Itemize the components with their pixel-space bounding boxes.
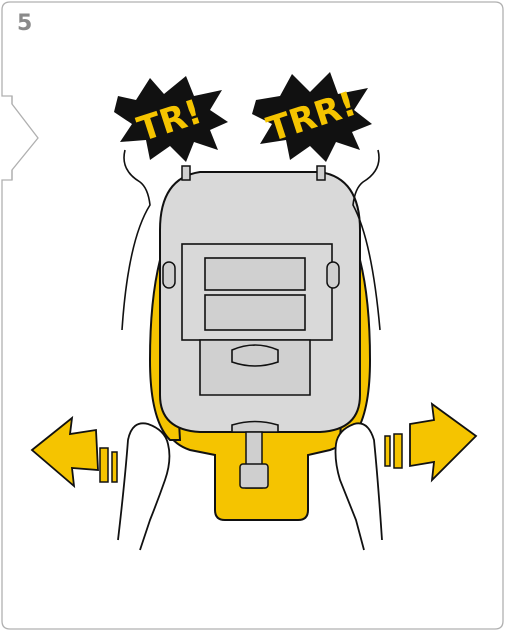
base-latch [240,464,268,488]
seat-pad-lower [205,295,305,330]
left-arrow-dash [112,452,117,482]
isofix-left [182,166,190,180]
vehicle-seat-left [122,150,150,330]
right-arrow-dash [385,436,390,466]
hand-icon [118,423,169,550]
seat-handle [232,345,278,366]
right-arrow-dash [394,434,402,468]
seat-pad-upper [205,258,305,290]
step-number: 5 [17,11,32,36]
seat-buckle [232,422,278,433]
left-arrow-dash [100,448,108,482]
left-arrow-icon [32,418,98,486]
isofix-right [317,166,325,180]
seat-bump-left [163,262,175,288]
hand-icon [336,423,383,550]
right-arrow-icon [410,404,476,480]
seat-bump-right [327,262,339,288]
